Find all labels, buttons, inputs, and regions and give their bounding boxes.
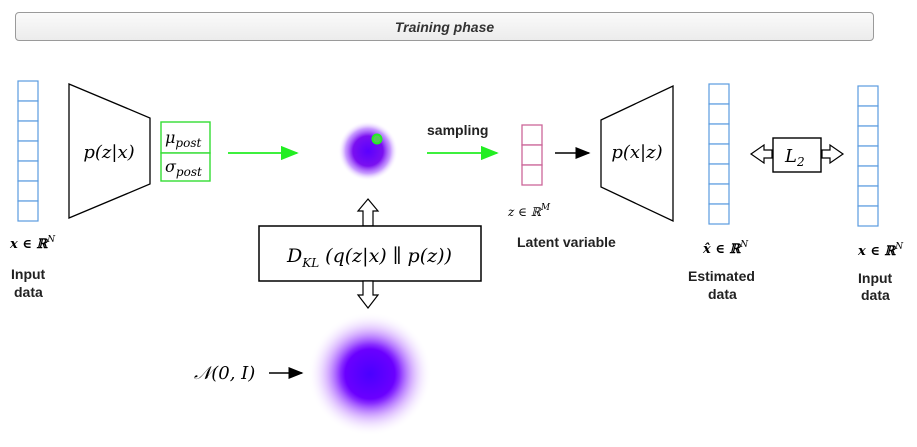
l2-loss-label: L2 — [784, 146, 805, 169]
z-symbol: z ∈ ℝM — [507, 203, 551, 219]
xhat-symbol: x̂ ∈ ℝN — [702, 240, 749, 257]
sampling-label: sampling — [427, 122, 488, 138]
input-vector — [17, 80, 39, 222]
prior-distribution-blob — [308, 312, 432, 436]
double-arrow-down-icon — [356, 280, 380, 309]
posterior-box — [160, 121, 211, 182]
double-arrow-up-icon — [356, 198, 380, 227]
input-data-label-right: Input — [858, 270, 893, 286]
decoder-label: p(x|z) — [611, 142, 662, 163]
input-data-label-right-2: data — [861, 287, 890, 303]
estimated-data-label-2: data — [708, 286, 737, 302]
estimated-data-label: Estimated — [688, 268, 755, 284]
sample-point — [371, 133, 383, 145]
latent-vector — [521, 124, 543, 186]
decoder-trapezoid — [600, 84, 674, 223]
encoder-trapezoid — [68, 83, 151, 219]
input-data-label-2: data — [14, 284, 43, 300]
encoder-label: p(z|x) — [83, 142, 134, 163]
prior-label: 𝒩(0, I) — [194, 363, 255, 384]
double-arrow-horizontal-icon — [749, 143, 773, 165]
estimated-vector — [708, 83, 730, 225]
l2-loss-box — [772, 137, 822, 173]
training-phase-banner: Training phase — [15, 12, 874, 41]
kl-divergence-label: DKL(q(z|x) ∥ p(z)) — [286, 245, 452, 270]
mu-post-label: μpost — [165, 128, 201, 150]
x-symbol: x ∈ ℝN — [9, 235, 56, 252]
input-vector-right — [857, 85, 879, 227]
banner-title: Training phase — [394, 18, 495, 35]
latent-variable-label: Latent variable — [517, 234, 616, 250]
double-arrow-horizontal-right-icon — [821, 143, 845, 165]
x-symbol-right: x ∈ ℝN — [857, 242, 904, 259]
input-data-label: Input — [11, 266, 46, 282]
posterior-distribution-blob — [338, 121, 398, 181]
sigma-post-label: σpost — [165, 157, 202, 179]
